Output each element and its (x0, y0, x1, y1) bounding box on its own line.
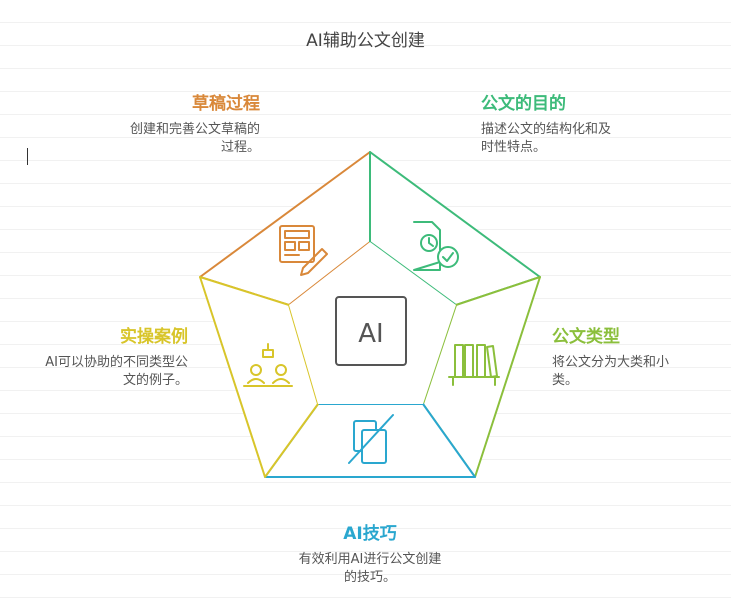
desc-line: 过程。 (220, 140, 260, 155)
segment-desc-draft-process: 创建和完善公文草稿的 过程。 (90, 121, 260, 157)
desc-line: 将公文分为大类和小 (552, 355, 670, 370)
text-cursor (27, 148, 28, 165)
segment-title-document-purpose: 公文的目的 (481, 94, 566, 114)
segment-title-draft-process: 草稿过程 (192, 94, 260, 114)
desc-line: 的技巧。 (343, 570, 396, 585)
desc-line: 类。 (552, 373, 579, 388)
diagram-title: AI辅助公文创建 (306, 31, 425, 51)
ai-chip-icon: AI (335, 296, 407, 366)
segment-desc-practical-cases: AI可以协助的不同类型公 文的例子。 (10, 354, 188, 390)
desc-line: 有效利用AI进行公文创建 (298, 552, 442, 567)
desc-line: 创建和完善公文草稿的 (129, 122, 260, 137)
segment-title-practical-cases: 实操案例 (120, 327, 188, 347)
people-presentation-icon (243, 343, 293, 387)
center-label: AI (358, 319, 383, 349)
document-clock-check-icon (413, 221, 459, 271)
segment-desc-document-purpose: 描述公文的结构化和及 时性特点。 (481, 121, 651, 157)
slashed-documents-icon (348, 414, 394, 464)
segment-title-document-types: 公文类型 (552, 327, 620, 347)
desc-line: 描述公文的结构化和及 (481, 122, 612, 137)
desc-line: 时性特点。 (481, 140, 547, 155)
segment-desc-document-types: 将公文分为大类和小 类。 (552, 354, 702, 390)
segment-desc-ai-tips: 有效利用AI进行公文创建 的技巧。 (260, 551, 480, 587)
desc-line: 文的例子。 (122, 373, 188, 388)
bookshelf-icon (448, 344, 500, 386)
desc-line: AI可以协助的不同类型公 (45, 355, 188, 370)
draft-form-pencil-icon (279, 225, 328, 276)
segment-title-ai-tips: AI技巧 (343, 524, 397, 544)
